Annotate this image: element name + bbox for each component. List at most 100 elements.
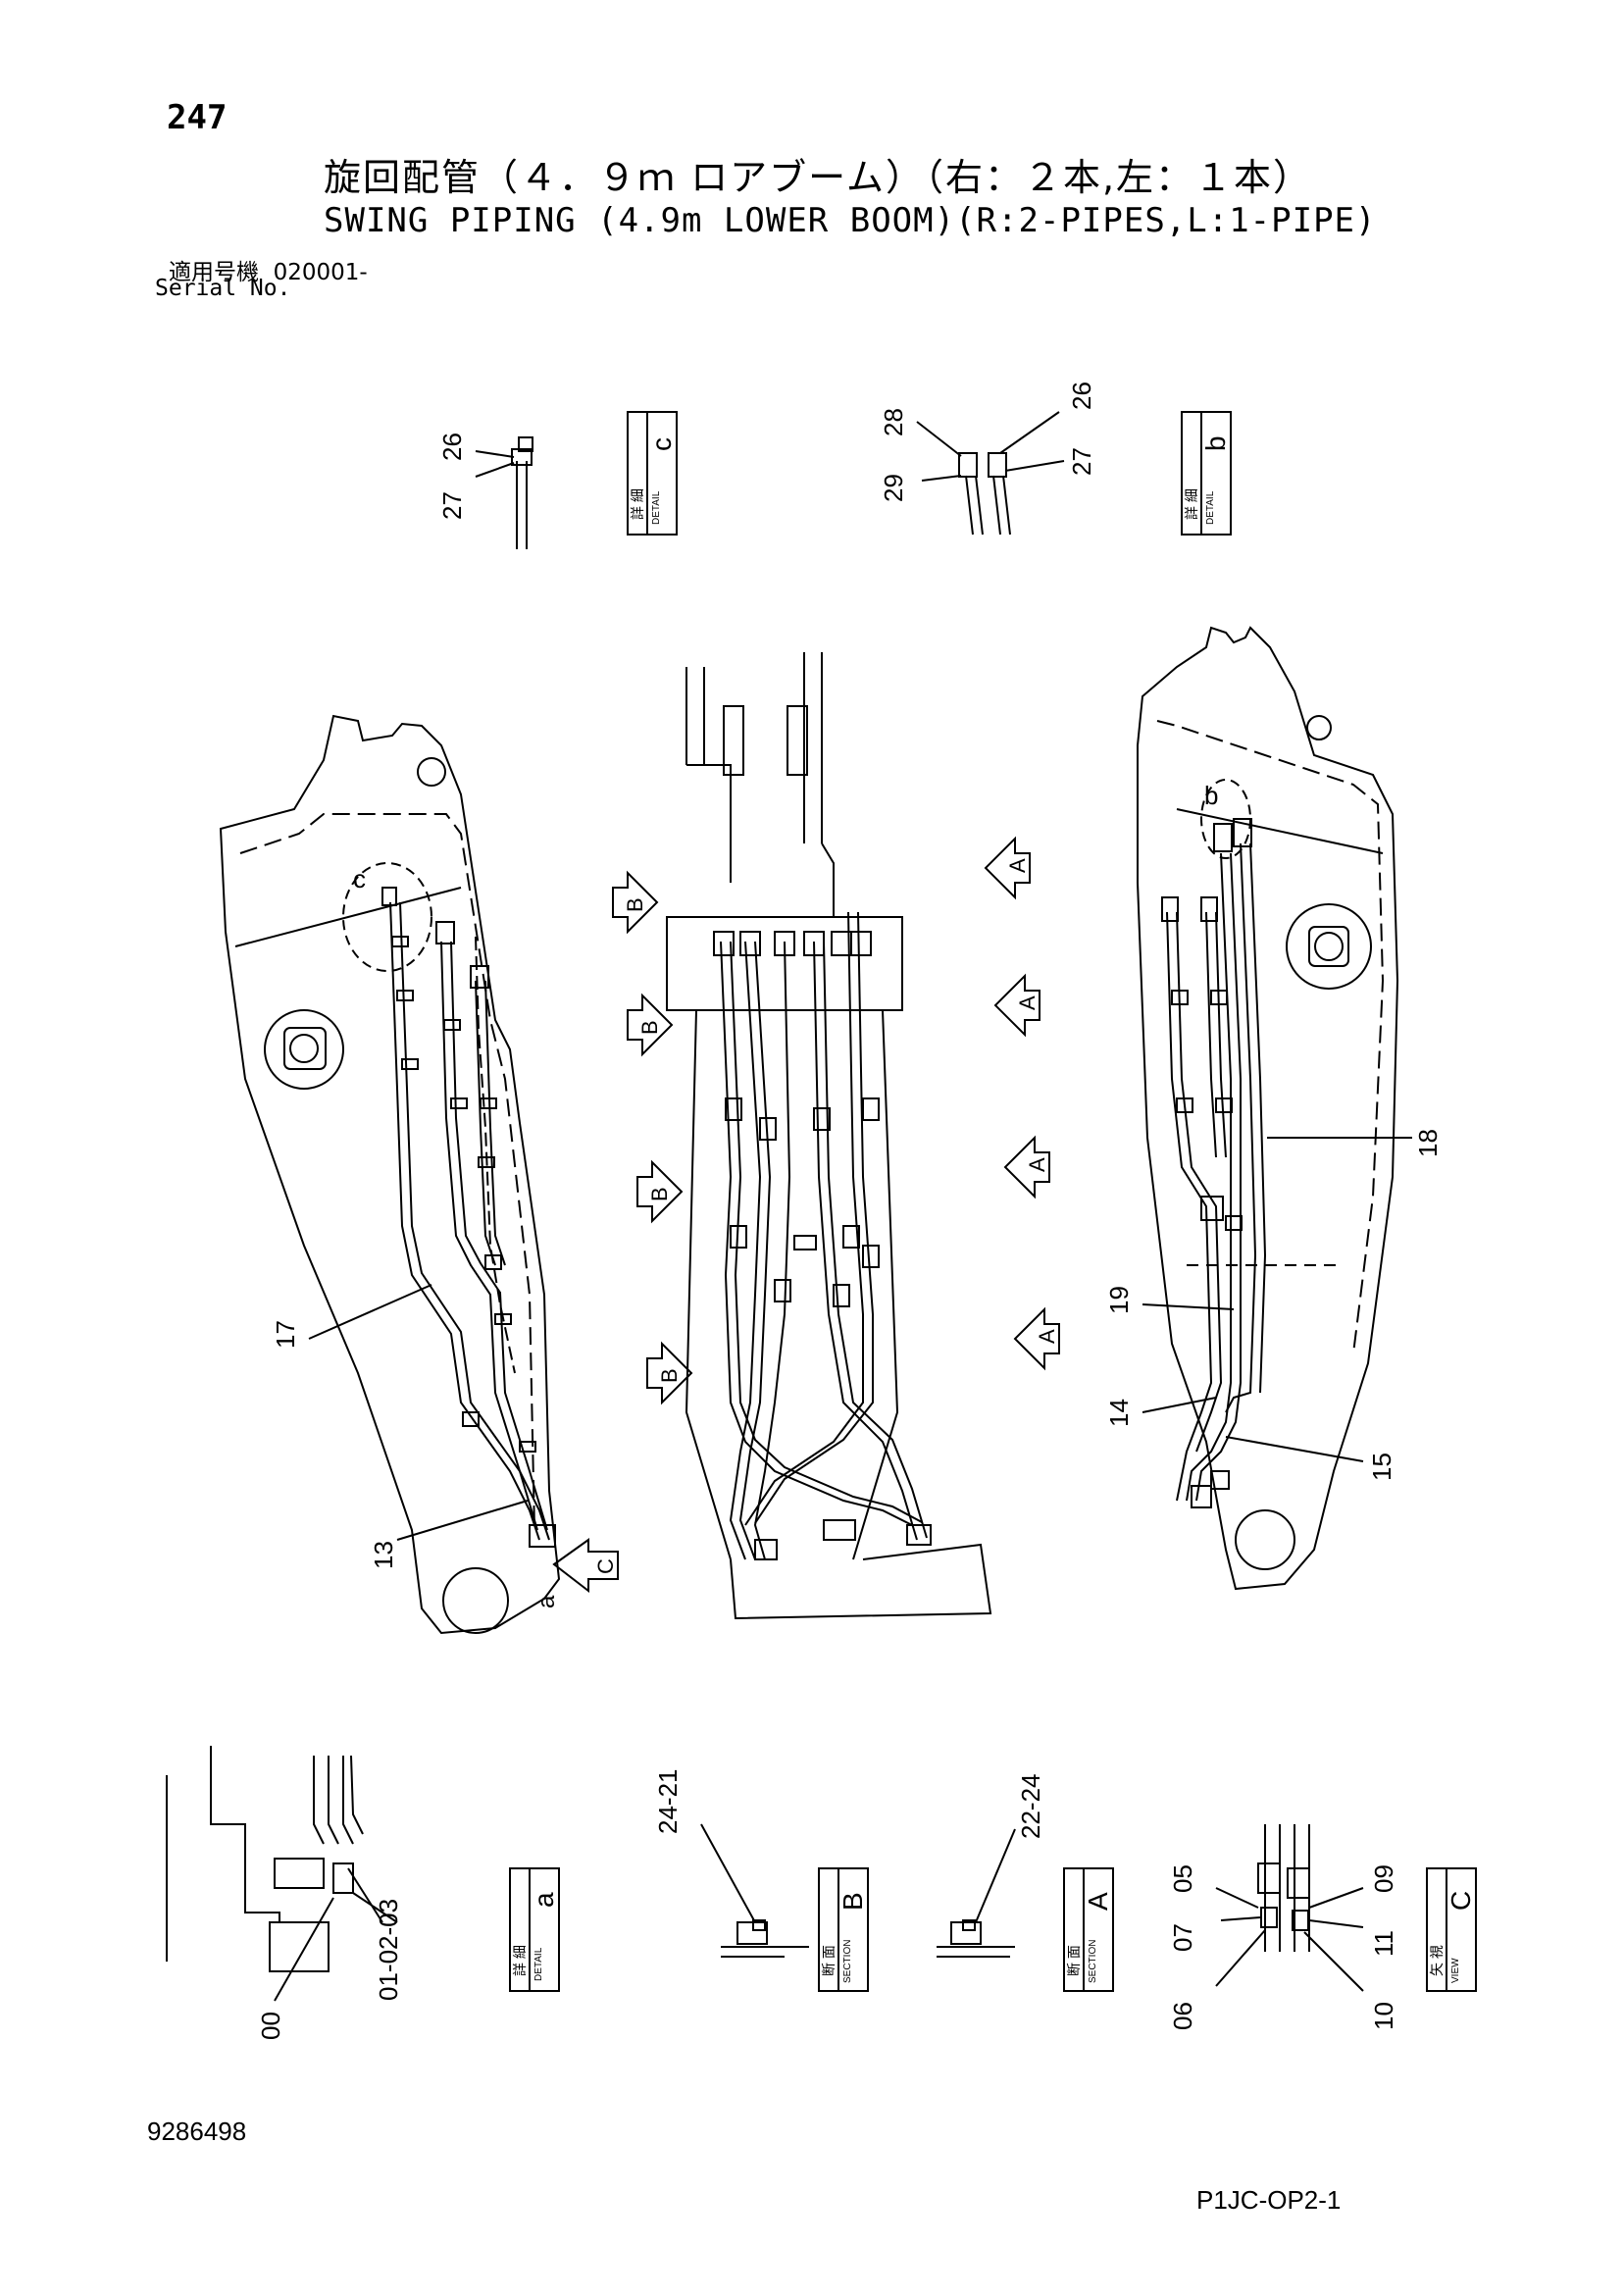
left-boom-outline: [219, 714, 561, 1635]
view-c-box: [1426, 1867, 1477, 1992]
leader-19: [1142, 1303, 1235, 1310]
marker-C: C: [593, 1558, 618, 1574]
section-A-arrows: [984, 836, 1060, 1371]
left-boom-pivot-inner: [283, 1027, 327, 1070]
detail-a-en: DETAIL: [533, 1947, 544, 1981]
callout-22-24: 22-24: [1016, 1774, 1045, 1840]
left-boom: c a 17 13 C: [219, 714, 619, 1635]
section-b-kanji: 断 面: [821, 1945, 837, 1976]
callout-29: 29: [879, 474, 908, 502]
callout-10: 10: [1369, 2002, 1398, 2030]
callout-18: 18: [1413, 1129, 1443, 1157]
detail-b-marker-circle: [1200, 779, 1251, 859]
marker-A-4: A: [1035, 1329, 1059, 1344]
section-a-kanji: 断 面: [1066, 1945, 1082, 1976]
detail-c-en: DETAIL: [651, 490, 662, 525]
marker-A-1: A: [1005, 858, 1030, 873]
detail-a-structure: [166, 1746, 280, 1962]
right-boom-fittings: [1161, 818, 1252, 1508]
detail-c-letter: c: [646, 437, 677, 451]
center-boom-cross-plate: [666, 916, 903, 1011]
marker-a: a: [533, 1595, 560, 1608]
detail-c-nut: [518, 436, 533, 452]
callout-01-02-03: 01-02-03: [374, 1899, 403, 2001]
left-boom-top-hole: [417, 757, 446, 787]
left-boom-inner-hidden: [239, 813, 535, 1531]
callout-00: 00: [256, 2012, 285, 2040]
detail-b-kanji: 詳 細: [1184, 488, 1199, 520]
view-c-en: VIEW: [1450, 1958, 1461, 1983]
title-japanese: 旋回配管（４．９ｍ ロアブーム）（右：２本,左：１本）: [324, 156, 1313, 199]
leader-00: [274, 1897, 334, 2002]
view-c-fitting-left: [1257, 1862, 1281, 1894]
serial-label-english: Serial No.: [155, 276, 291, 301]
callout-26b: 26: [1067, 382, 1096, 410]
left-boom-reinforcement: [234, 887, 462, 947]
serial-label-japanese: 適用号機 020001-: [169, 253, 368, 286]
leader-14: [1142, 1397, 1217, 1413]
center-boom-top-body: [686, 764, 835, 917]
right-boom-pivot-center: [1314, 932, 1344, 961]
callout-14: 14: [1104, 1399, 1134, 1427]
section-b-box: [818, 1867, 869, 1992]
page-code: P1JC-OP2-1: [1196, 2185, 1342, 2215]
leader-07: [1220, 1916, 1261, 1921]
section-a-group: 22-24 断 面 SECTION A: [937, 1774, 1114, 1992]
pipe-17: [389, 901, 540, 1541]
callout-27: 27: [437, 491, 467, 520]
title-english: SWING PIPING (4.9m LOWER BOOM)(R:2-PIPES…: [324, 201, 1377, 240]
callout-17: 17: [271, 1320, 300, 1349]
section-a-letter: A: [1083, 1892, 1113, 1911]
section-a-clamp: [950, 1921, 982, 1945]
detail-b-group: 28 29 26 27 詳 細 DETAIL b: [879, 382, 1232, 536]
right-boom-foot-pin: [1235, 1509, 1295, 1570]
left-boom-fitting-3: [381, 887, 397, 906]
right-boom-top-hole: [1306, 715, 1332, 740]
section-a-box: [1063, 1867, 1114, 1992]
section-B-arrows: [612, 870, 693, 1405]
detail-b-box: [1181, 411, 1232, 536]
leader-10: [1303, 1931, 1364, 1992]
callout-05: 05: [1168, 1864, 1197, 1893]
callout-24-21: 24-21: [653, 1769, 683, 1835]
detail-a-clamp-top: [274, 1858, 325, 1889]
leader-06: [1215, 1929, 1266, 1987]
callout-15: 15: [1367, 1453, 1396, 1481]
leader-11: [1308, 1919, 1364, 1928]
center-pipe-1: [720, 941, 913, 1526]
center-boom-top-lug-left: [723, 705, 744, 776]
detail-c-kanji: 詳 細: [630, 488, 645, 520]
left-boom-pivot-center: [289, 1034, 319, 1063]
right-boom-pivot-inner: [1308, 926, 1349, 967]
serial-label-jp-text: 適用号機: [169, 260, 259, 285]
center-boom-top-arms: [685, 652, 823, 843]
left-boom-fitting-2: [470, 965, 489, 989]
right-boom-inner-hidden: [1156, 720, 1385, 1354]
view-c-arrow: [552, 1538, 619, 1594]
right-boom-pivot-outer: [1286, 903, 1372, 990]
detail-c-pipe: [516, 461, 528, 549]
center-boom-tab: [793, 1235, 817, 1250]
detail-b-fitting-left: [958, 452, 978, 478]
callout-13: 13: [369, 1541, 398, 1569]
leader-09: [1308, 1887, 1364, 1909]
leader-05: [1215, 1887, 1259, 1909]
marker-A-3: A: [1025, 1157, 1049, 1172]
callout-27b: 27: [1067, 447, 1096, 476]
callout-28: 28: [879, 408, 908, 436]
center-boom-base-plate: [823, 1519, 856, 1541]
view-c-kanji: 矢 視: [1429, 1945, 1445, 1976]
left-boom-foot-pin: [442, 1567, 509, 1634]
view-c-fitting-right: [1287, 1867, 1310, 1899]
center-boom-base: [730, 1543, 992, 1620]
detail-a-group: 00 01-02-03 詳 細 DETAIL a: [166, 1746, 560, 2040]
left-boom-pivot-outer: [264, 1009, 344, 1090]
left-boom-bottom-fitting: [529, 1524, 556, 1548]
detail-c-group: 26 27 詳 細 DETAIL c: [437, 411, 678, 549]
callout-07: 07: [1168, 1923, 1197, 1952]
detail-a-box: [509, 1867, 560, 1992]
view-c-group: 05 07 06 09 11 10 矢 視 VIEW C: [1168, 1824, 1477, 2030]
center-boom-top-lug-right: [787, 705, 808, 776]
center-boom-fittings: [713, 931, 932, 1560]
view-c-letter: C: [1446, 1891, 1476, 1911]
